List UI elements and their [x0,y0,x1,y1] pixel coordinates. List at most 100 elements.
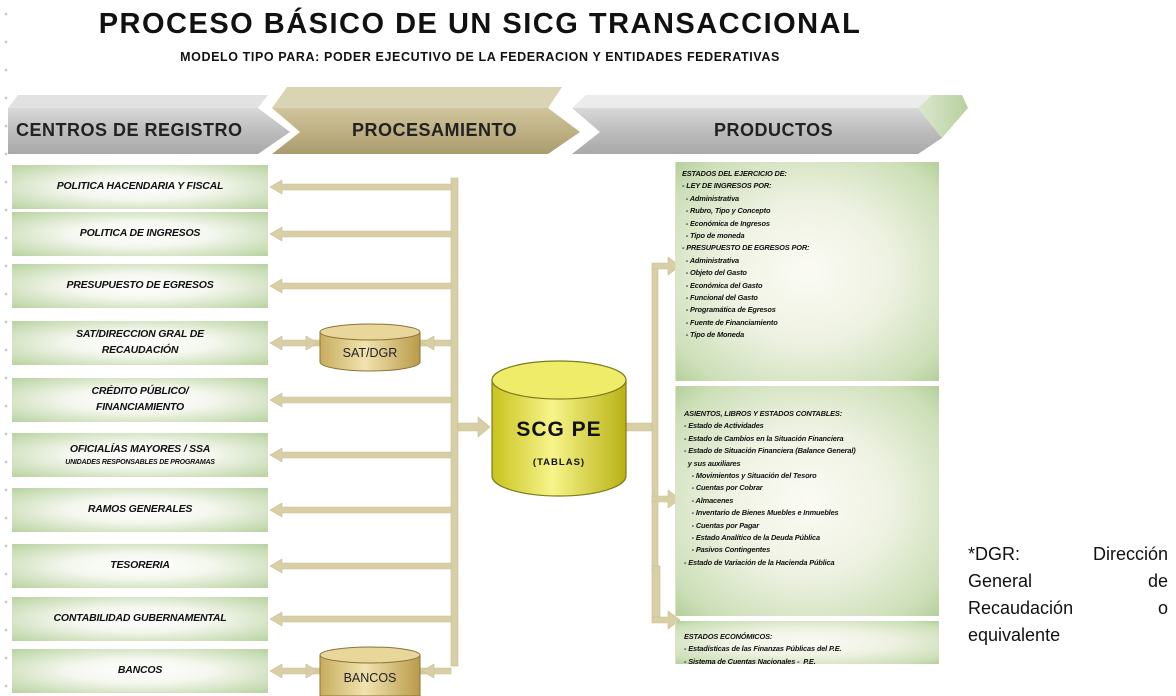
header-procesamiento-label: PROCESAMIENTO [352,120,518,140]
header-registro-label: CENTROS DE REGISTRO [16,120,243,140]
centro-registro-box: POLITICA HACENDARIA Y FISCAL [12,165,268,209]
centro-registro-label: SAT/DIRECCION GRAL DE [76,328,204,341]
producto-line: - Estado de Actividades [684,421,764,431]
producto-line: - Administrativa [682,255,739,265]
sat-cylinder-label: SAT/DGR [342,346,398,360]
cylinder-arrowhead [305,663,319,679]
producto-line: - Rubro, Tipo y Concepto [682,206,771,216]
row-connector-arrow [269,558,452,574]
centro-registro-label: RAMOS GENERALES [87,503,193,516]
note-word: equivalente [968,625,1061,645]
centro-registro-label: TESORERIA [110,559,170,572]
producto-line: - Pasivos Contingentes [684,545,771,555]
header-top-prod [572,95,932,108]
scg-central-cylinder [491,360,627,497]
cylinder-arrowhead [305,335,319,351]
producto-line: - Sistema de Cuentas Nacionales - P.E. [684,656,816,666]
cylinder-arrowhead [421,335,435,351]
productos-box-estados-ejercicio: ESTADOS DEL EJERCICIO DE: - LEY DE INGRES… [675,162,939,381]
producto-line: - Estadísticas de las Finanzas Públicas … [684,644,842,654]
note-word: General [968,571,1033,591]
centro-registro-label: UNIDADES RESPONSABLES DE PROGRAMAS [65,458,215,466]
productos-box-economicos: ESTADOS ECONÓMICOS: - Estadísticas de las… [675,621,939,666]
centro-registro-label: POLITICA HACENDARIA Y FISCAL [56,180,224,193]
row-connector-arrow [269,278,452,294]
centro-registro-box: RAMOS GENERALES [12,488,268,532]
centro-registro-label: CRÉDITO PÚBLICO/ [91,385,189,398]
header-productos-label: PRODUCTOS [714,120,834,140]
producto-line: - Administrativa [682,193,739,203]
centro-registro-box: BANCOS [12,649,268,693]
centro-registro-label: PRESUPUESTO DE EGRESOS [66,279,214,292]
note-word: o [1157,598,1168,618]
centro-registro-box: POLITICA DE INGRESOS [12,212,268,256]
producto-line: ASIENTOS, LIBROS Y ESTADOS CONTABLES: [684,409,843,418]
producto-line: - Estado de Cambios en la Situación Fina… [684,433,844,443]
row-connector-arrow [269,179,452,195]
scg-central-title: SCG PE [516,418,602,441]
producto-line: ESTADOS ECONÓMICOS: [684,632,773,641]
producto-line: - Tipo de moneda [682,231,745,241]
centro-registro-label: POLITICA DE INGRESOS [79,227,201,240]
producto-line: - Tipo de Moneda [682,330,745,340]
left-margin-dots [3,0,9,696]
row-connector-arrow [269,611,452,627]
header-tip-green [918,95,968,138]
centro-registro-box: OFICIALÍAS MAYORES / SSA UNIDADES RESPONS… [12,433,268,477]
row-connector-arrow [269,447,452,463]
producto-line: - Fuente de Financiamiento [682,317,778,327]
product-bus-bottom [651,565,661,623]
header-top-proc [272,87,562,108]
bancos-cylinder-label: BANCOS [343,671,397,685]
note-word: Dirección [1092,544,1168,564]
note-word: de [1147,571,1168,591]
arrow-bus-to-scg [457,416,491,438]
centro-registro-label: OFICIALÍAS MAYORES / SSA [69,442,211,455]
centro-registro-label: RECAUDACIÓN [101,344,179,356]
bancos-cylinder [319,646,421,696]
centro-registro-label: CONTABILIDAD GUBERNAMENTAL [53,612,227,625]
centro-registro-label: FINANCIAMIENTO [95,401,184,413]
row-connector-arrow [269,226,452,242]
arrow-product-1 [651,256,681,276]
productos-box-contables: ASIENTOS, LIBROS Y ESTADOS CONTABLES: - E… [675,386,939,616]
cylinder-arrowhead [421,663,435,679]
diagram-subtitle: MODELO TIPO PARA: PODER EJECUTIVO DE LA … [180,50,780,64]
producto-line: - Económica del Gasto [682,280,763,290]
product-bus-vertical [651,265,659,573]
producto-line: - Movimientos y Situación del Tesoro [684,471,817,481]
producto-line: - Funcional del Gasto [682,293,758,303]
producto-line: - Cuentas por Cobrar [684,483,763,493]
producto-line: ESTADOS DEL EJERCICIO DE: [682,169,787,178]
scg-central-subtitle: (TABLAS) [532,457,586,468]
producto-line: - Estado de Situación Financiera (Balanc… [684,446,856,456]
header-top-registro [8,95,268,108]
producto-line: - Cuentas por Pagar [684,520,760,530]
centro-registro-box: CONTABILIDAD GUBERNAMENTAL [12,597,268,641]
row-connector-arrow [269,392,452,408]
producto-line: - Económica de Ingresos [682,218,770,228]
header-band [8,87,968,154]
centro-registro-box: TESORERIA [12,544,268,588]
centro-registro-box: CRÉDITO PÚBLICO/FINANCIAMIENTO [12,378,268,422]
arrow-scg-to-products [625,422,653,432]
producto-line: - Estado Analítico de la Deuda Pública [684,533,820,543]
producto-line: y sus auxiliares [684,458,741,468]
producto-line: - Inventario de Bienes Muebles e Inmuebl… [684,508,839,518]
header-procesamiento [272,108,580,154]
diagram-title: PROCESO BÁSICO DE UN SICG TRANSACCIONAL [98,8,862,40]
producto-line: - Almacenes [684,495,734,505]
producto-line: - Objeto del Gasto [682,268,747,278]
arrow-product-3 [651,610,681,630]
sat-cylinder [319,323,421,372]
producto-line: - Programática de Egresos [682,305,776,315]
producto-line: - Estado de Variación de la Hacienda Púb… [684,557,835,567]
centro-registro-box: PRESUPUESTO DE EGRESOS [12,264,268,308]
header-registro [8,108,290,154]
row-connector-arrow [269,502,452,518]
producto-line: - LEY DE INGRESOS POR: [682,181,772,191]
note-word: Recaudación [968,598,1074,618]
header-productos [572,108,942,154]
centro-registro-label: BANCOS [117,664,163,677]
